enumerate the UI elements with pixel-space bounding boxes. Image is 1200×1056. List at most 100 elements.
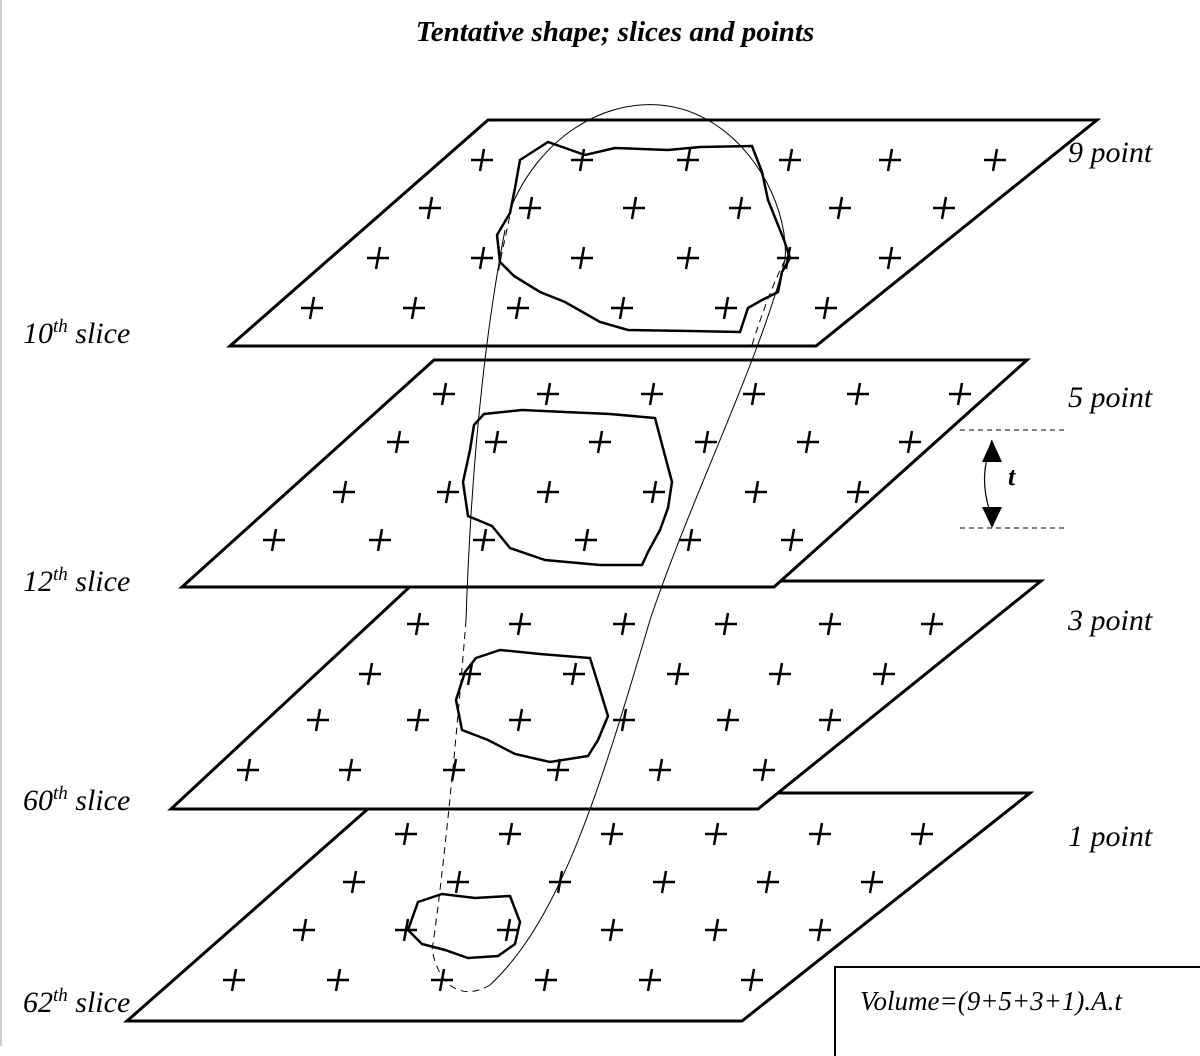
grid-point-cross: [359, 662, 381, 686]
grid-point-cross: [679, 528, 701, 552]
grid-point-cross: [307, 708, 329, 732]
point-count-label-10: 9 point: [1068, 136, 1153, 169]
grid-point-cross: [589, 430, 611, 454]
thickness-indicator: [960, 429, 1064, 529]
grid-point-cross: [509, 612, 531, 636]
cross-section-62: [406, 892, 522, 960]
grid-point-cross: [745, 480, 767, 504]
slice-label-12: 12th slice: [23, 564, 131, 598]
grid-point-cross: [571, 148, 593, 172]
grid-point-cross: [369, 528, 391, 552]
grid-point-cross: [301, 296, 323, 320]
grid-point-cross: [777, 246, 799, 270]
grid-point-cross: [507, 296, 529, 320]
grid-point-cross: [949, 382, 971, 406]
grid-point-cross: [757, 870, 779, 894]
grid-point-cross: [431, 968, 453, 992]
grid-point-cross: [497, 918, 519, 942]
grid-point-cross: [677, 246, 699, 270]
grid-point-cross: [419, 196, 441, 220]
grid-point-cross: [829, 196, 851, 220]
grid-point-cross: [575, 528, 597, 552]
grid-point-cross: [387, 430, 409, 454]
grid-point-cross: [779, 148, 801, 172]
grid-point-cross: [921, 612, 943, 636]
grid-point-cross: [879, 148, 901, 172]
grid-point-cross: [623, 196, 645, 220]
grid-point-cross: [407, 708, 429, 732]
grid-point-cross: [677, 148, 699, 172]
grid-point-cross: [613, 708, 635, 732]
tentative-shape-outline: [431, 104, 786, 993]
grid-point-cross: [447, 870, 469, 894]
grid-point-cross: [705, 822, 727, 846]
points-slice-10: [301, 148, 1006, 320]
grid-points: [223, 148, 1006, 992]
grid-point-cross: [485, 430, 507, 454]
grid-point-cross: [643, 480, 665, 504]
points-slice-60: [237, 612, 943, 782]
grid-point-cross: [649, 758, 671, 782]
grid-point-cross: [343, 870, 365, 894]
points-slice-62: [223, 822, 933, 992]
slice-plane-60: [167, 579, 1046, 811]
grid-point-cross: [473, 528, 495, 552]
grid-point-cross: [715, 296, 737, 320]
grid-point-cross: [715, 612, 737, 636]
grid-point-cross: [293, 918, 315, 942]
grid-point-cross: [653, 870, 675, 894]
grid-point-cross: [861, 870, 883, 894]
slice-label-62: 62th slice: [23, 985, 131, 1019]
grid-point-cross: [667, 662, 689, 686]
grid-point-cross: [367, 246, 389, 270]
grid-point-cross: [601, 918, 623, 942]
point-count-label-60: 3 point: [1068, 604, 1153, 637]
grid-point-cross: [471, 148, 493, 172]
grid-point-cross: [263, 528, 285, 552]
formula-box: Volume=(9+5+3+1).A.t: [834, 966, 1200, 1056]
grid-point-cross: [753, 758, 775, 782]
grid-point-cross: [797, 430, 819, 454]
grid-point-cross: [705, 918, 727, 942]
grid-point-cross: [327, 968, 349, 992]
grid-point-cross: [899, 430, 921, 454]
volume-formula: Volume=(9+5+3+1).A.t: [860, 986, 1122, 1016]
grid-point-cross: [601, 822, 623, 846]
cross-section-12: [461, 408, 674, 567]
slice-plane-62: [123, 791, 1035, 1023]
grid-point-cross: [717, 708, 739, 732]
grid-point-cross: [911, 822, 933, 846]
grid-point-cross: [815, 296, 837, 320]
grid-point-cross: [819, 708, 841, 732]
grid-point-cross: [729, 196, 751, 220]
grid-point-cross: [781, 528, 803, 552]
grid-point-cross: [809, 822, 831, 846]
grid-point-cross: [563, 662, 585, 686]
cross-section-10: [495, 140, 792, 334]
grid-point-cross: [499, 822, 521, 846]
grid-point-cross: [639, 968, 661, 992]
grid-point-cross: [769, 662, 791, 686]
slice-plane-12: [178, 358, 1031, 589]
grid-point-cross: [437, 480, 459, 504]
cross-section-60: [454, 648, 610, 764]
points-slice-12: [263, 382, 971, 552]
frame-left-border: [0, 0, 2, 1046]
grid-point-cross: [933, 196, 955, 220]
grid-point-cross: [549, 870, 571, 894]
grid-point-cross: [819, 612, 841, 636]
grid-point-cross: [237, 758, 259, 782]
grid-point-cross: [537, 382, 559, 406]
grid-point-cross: [433, 382, 455, 406]
grid-point-cross: [613, 612, 635, 636]
grid-point-cross: [611, 296, 633, 320]
grid-point-cross: [847, 480, 869, 504]
point-count-label-12: 5 point: [1068, 381, 1153, 414]
grid-point-cross: [509, 708, 531, 732]
slice-plane-10: [226, 118, 1102, 348]
grid-point-cross: [695, 430, 717, 454]
grid-point-cross: [395, 918, 417, 942]
grid-point-cross: [873, 662, 895, 686]
grid-point-cross: [641, 382, 663, 406]
slice-label-60: 60th slice: [23, 783, 131, 817]
